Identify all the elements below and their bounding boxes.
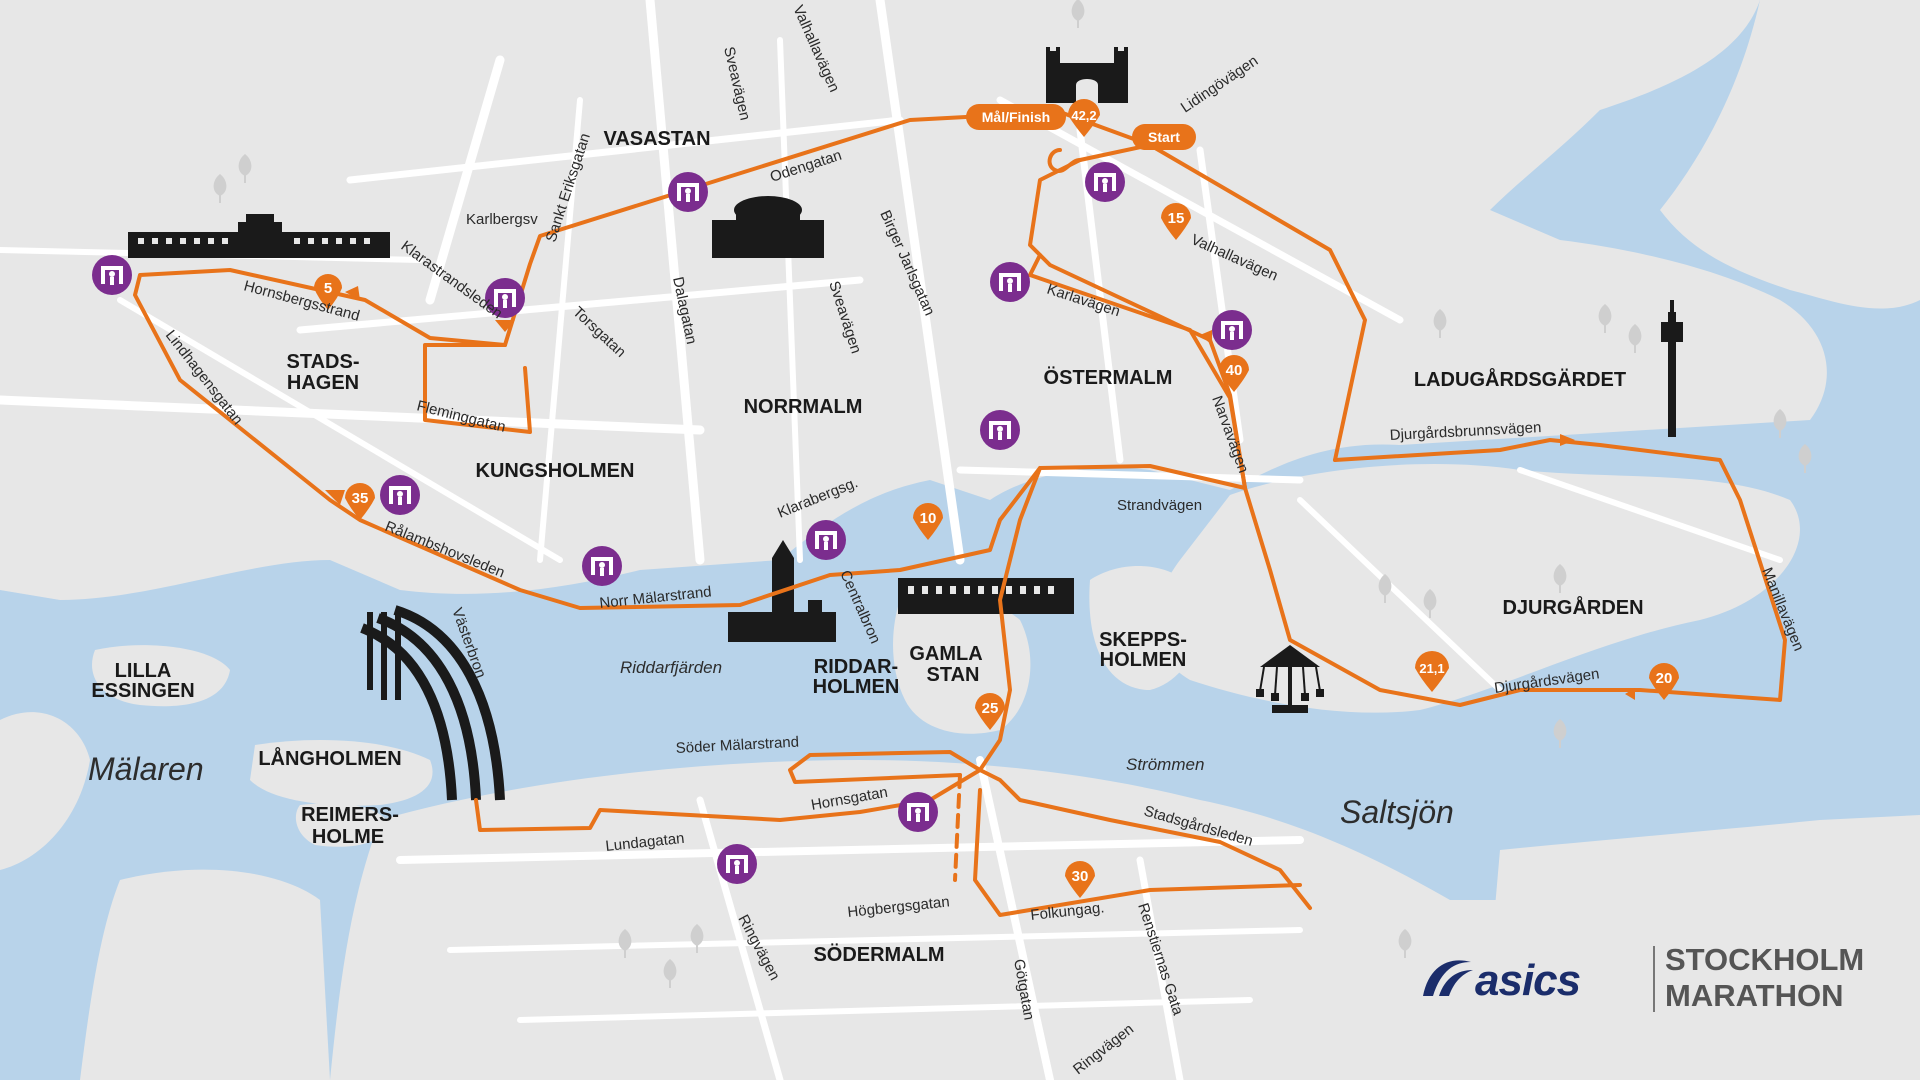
km-marker-35: 35 xyxy=(345,483,375,520)
km-marker-25: 25 xyxy=(975,693,1005,730)
svg-text:40: 40 xyxy=(1226,362,1243,379)
land-north xyxy=(0,0,1827,600)
km-marker-20: 20 xyxy=(1649,663,1679,700)
water-labels: Mälaren Saltsjön Strömmen Riddarfjärden xyxy=(88,658,1454,830)
landmark-city-hall-icon xyxy=(728,540,836,642)
land-southwest xyxy=(80,869,330,1080)
svg-text:10: 10 xyxy=(920,510,937,527)
svg-text:Start: Start xyxy=(1148,129,1180,145)
logo-divider xyxy=(1653,946,1655,1012)
land-skeppsholmen xyxy=(1089,566,1200,690)
label-skeppsholmen-1: SKEPPS- xyxy=(1099,629,1187,651)
label-gamla-stan-1: GAMLA xyxy=(909,643,982,665)
start-tag: Start xyxy=(1132,124,1196,150)
sponsor-branding: asics STOCKHOLM MARATHON xyxy=(1423,940,1865,1020)
land-east xyxy=(1660,0,1920,309)
land-lilla-essingen xyxy=(92,645,230,707)
asics-swoosh-icon xyxy=(1423,960,1473,996)
label-strommen: Strömmen xyxy=(1126,755,1204,774)
drink-station-icon xyxy=(582,546,622,586)
km-markers: 5 10 15 20 21,1 25 30 35 xyxy=(314,99,1679,898)
label-djurgarden: DJURGÅRDEN xyxy=(1502,595,1643,619)
km-marker-5: 5 xyxy=(314,274,342,310)
svg-text:21,1: 21,1 xyxy=(1419,661,1444,676)
km-marker-40: 40 xyxy=(1219,355,1249,392)
route-direction-arrows xyxy=(325,286,1635,700)
label-vasastan: VASASTAN xyxy=(603,128,710,150)
drink-station-icon xyxy=(380,475,420,515)
street-soder-malarstrand: Söder Mälarstrand xyxy=(675,734,799,757)
street-network xyxy=(0,0,1783,1080)
street-karlbergsv: Karlbergsv xyxy=(466,211,538,228)
landmark-library-icon xyxy=(712,196,824,258)
land-langholmen xyxy=(250,740,433,806)
marathon-route xyxy=(133,110,1787,917)
land-southeast xyxy=(1480,815,1920,1080)
km-marker-21-1: 21,1 xyxy=(1415,651,1449,692)
label-riddarfjarden: Riddarfjärden xyxy=(620,658,722,677)
finish-tag: Mål/Finish xyxy=(966,104,1066,130)
label-norrmalm: NORRMALM xyxy=(744,396,863,418)
land-west-south xyxy=(0,712,90,870)
label-lilla-essingen-1: LILLA xyxy=(115,660,172,682)
landmark-karlberg-palace-icon xyxy=(128,214,390,258)
svg-text:5: 5 xyxy=(324,280,332,297)
district-labels: VASASTAN NORRMALM ÖSTERMALM STADS- HAGEN… xyxy=(91,128,1643,966)
svg-text:42,2: 42,2 xyxy=(1071,108,1096,123)
label-saltsjon: Saltsjön xyxy=(1340,794,1454,830)
drink-station-icon xyxy=(898,792,938,832)
label-reimersholme-1: REIMERS- xyxy=(301,804,399,826)
label-sodermalm: SÖDERMALM xyxy=(813,943,944,966)
landmark-tower-icon xyxy=(1661,300,1683,437)
landmark-royal-palace-icon xyxy=(898,578,1074,614)
drink-station-icon xyxy=(1085,162,1125,202)
label-stadshagen-2: HAGEN xyxy=(287,372,359,394)
drink-station-icon xyxy=(1212,310,1252,350)
km-marker-42-2: 42,2 xyxy=(1068,99,1100,137)
svg-text:25: 25 xyxy=(982,700,999,717)
drink-station-icon xyxy=(990,262,1030,302)
land-reimersholme xyxy=(295,803,390,847)
drink-station-icon xyxy=(806,520,846,560)
drink-station-icon xyxy=(980,410,1020,450)
svg-text:Mål/Finish: Mål/Finish xyxy=(982,109,1050,125)
label-ladugardsgardet: LADUGÅRDSGÄRDET xyxy=(1414,367,1626,391)
street-strandvagen: Strandvägen xyxy=(1117,497,1202,514)
svg-text:35: 35 xyxy=(352,490,369,507)
km-marker-30: 30 xyxy=(1065,861,1095,898)
km-marker-10: 10 xyxy=(913,503,943,540)
label-gamla-stan-2: STAN xyxy=(927,664,980,686)
svg-text:15: 15 xyxy=(1168,210,1185,227)
land-djurgarden xyxy=(1155,464,1800,713)
label-riddarholmen-1: RIDDAR- xyxy=(814,656,898,678)
landmark-vasterbron-bridge-icon xyxy=(360,605,505,801)
label-lilla-essingen-2: ESSINGEN xyxy=(91,680,194,702)
asics-logo: asics xyxy=(1475,956,1581,1005)
label-kungsholmen: KUNGSHOLMEN xyxy=(476,460,635,482)
km-marker-15: 15 xyxy=(1161,203,1191,240)
svg-text:20: 20 xyxy=(1656,670,1673,687)
drink-station-icon xyxy=(668,172,708,212)
label-stadshagen-1: STADS- xyxy=(287,351,360,373)
landmark-carousel-icon xyxy=(1256,645,1324,713)
drink-station-icon xyxy=(92,255,132,295)
stockholm-marathon-logo: STOCKHOLM MARATHON xyxy=(1665,942,1865,1013)
label-reimersholme-2: HOLME xyxy=(312,826,384,848)
label-skeppsholmen-2: HOLMEN xyxy=(1100,649,1187,671)
label-langholmen: LÅNGHOLMEN xyxy=(258,746,401,770)
drink-station-icon xyxy=(717,844,757,884)
svg-text:30: 30 xyxy=(1072,868,1089,885)
landmark-stadium-icon xyxy=(1046,47,1128,103)
label-ostermalm: ÖSTERMALM xyxy=(1044,366,1173,389)
label-malaren: Mälaren xyxy=(88,751,204,787)
label-riddarholmen-2: HOLMEN xyxy=(813,676,900,698)
